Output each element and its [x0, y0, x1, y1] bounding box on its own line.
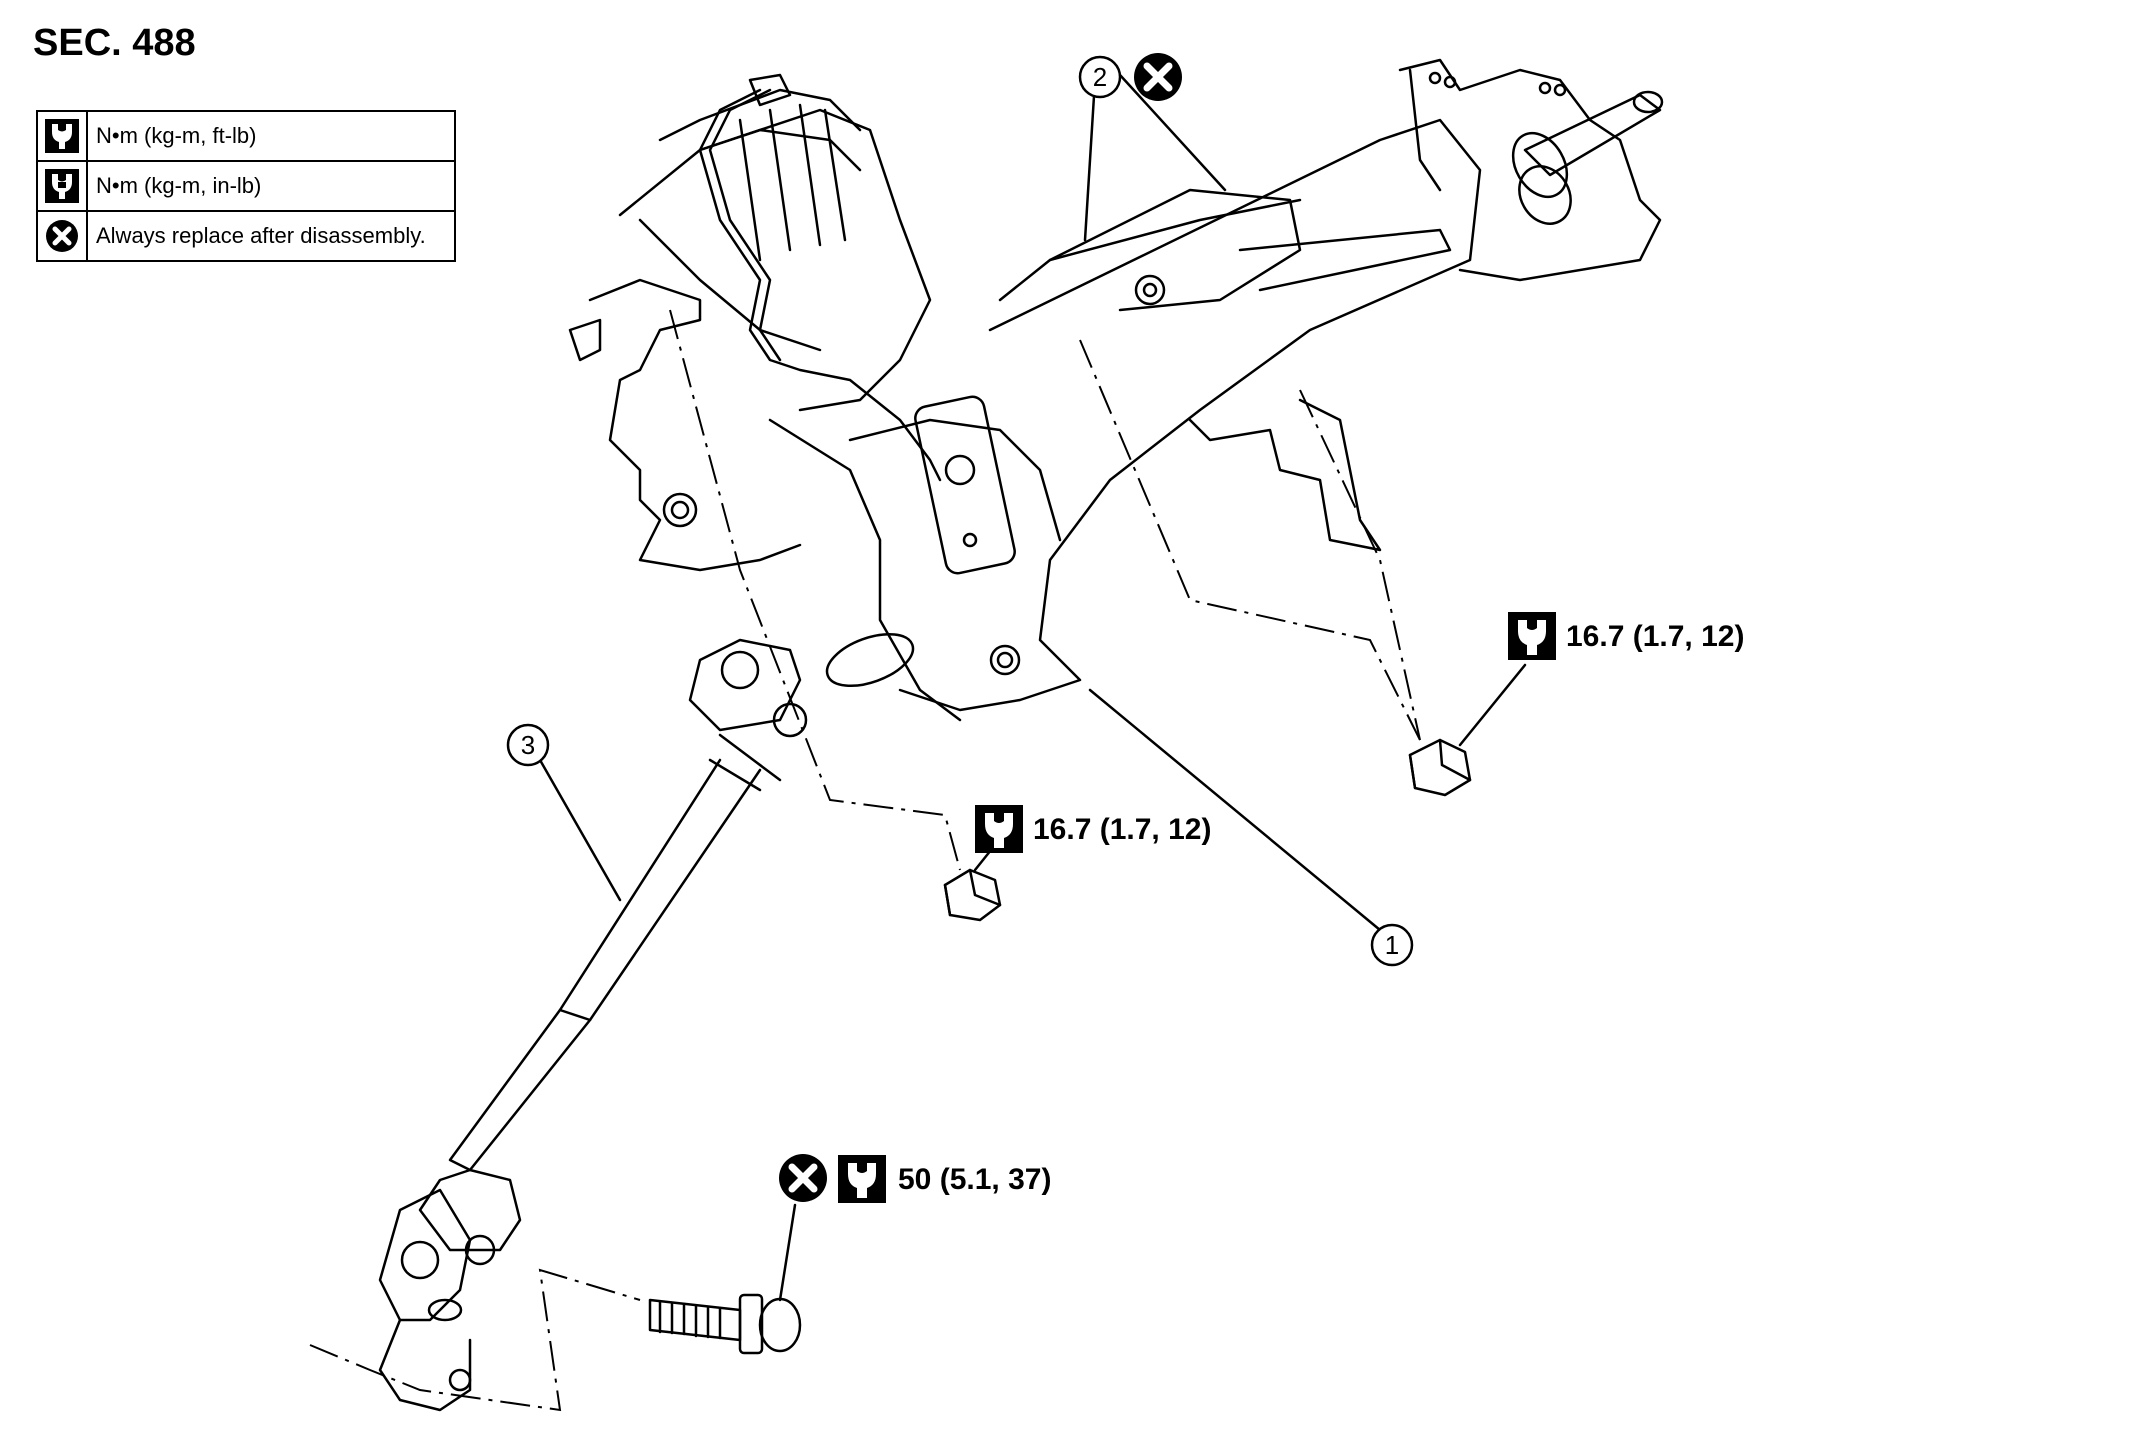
legend-text: N•m (kg-m, in-lb) [86, 160, 456, 212]
leader-line-bolt [778, 1203, 797, 1302]
legend-text: N•m (kg-m, ft-lb) [86, 110, 456, 162]
leader-line-3 [538, 758, 622, 902]
callout-2: 2 [1078, 55, 1122, 99]
callout-label: 2 [1093, 62, 1107, 92]
alignment-line-bolt [309, 1268, 641, 1412]
callout-1: 1 [1370, 923, 1414, 967]
callout-3: 3 [506, 723, 550, 767]
callout-label: 3 [521, 730, 535, 760]
alignment-line-right-a [1079, 339, 1421, 741]
wrench-torque-icon [36, 110, 88, 162]
section-title: SEC. 488 [33, 22, 196, 64]
replace-x-icon [36, 210, 88, 262]
torque-bolt: 50 (5.1, 37) [898, 1163, 1051, 1196]
steering-column-assembly [568, 58, 1664, 722]
replace-x-icon [779, 1154, 827, 1202]
alignment-line-center [669, 309, 961, 871]
torque-center-nut: 16.7 (1.7, 12) [1033, 813, 1211, 846]
leader-line-right-nut [1458, 663, 1527, 747]
legend-row: Always replace after disassembly. [36, 210, 456, 262]
leader-line-1 [1088, 688, 1382, 932]
alignment-line-right-b [1299, 389, 1421, 741]
wrench-torque-icon [975, 805, 1023, 853]
pinch-bolt [648, 1293, 802, 1355]
legend-table: N•m (kg-m, ft-lb) N•m (kg-m, in-lb) Alwa… [36, 110, 456, 262]
legend-row: N•m (kg-m, in-lb) [36, 160, 456, 212]
replace-x-icon [1134, 53, 1182, 101]
wrench-torque-icon [1508, 612, 1556, 660]
legend-text: Always replace after disassembly. [86, 210, 456, 262]
leader-line-2a [1083, 78, 1097, 242]
leader-line-2b [1118, 73, 1227, 192]
wrench-torque-icon [838, 1155, 886, 1203]
intermediate-shaft [378, 638, 808, 1412]
wrench-torque-small-icon [36, 160, 88, 212]
torque-right-nut: 16.7 (1.7, 12) [1566, 620, 1744, 653]
right-nut [1408, 738, 1472, 797]
legend-row: N•m (kg-m, ft-lb) [36, 110, 456, 162]
center-nut [943, 868, 1002, 922]
callout-label: 1 [1385, 930, 1399, 960]
